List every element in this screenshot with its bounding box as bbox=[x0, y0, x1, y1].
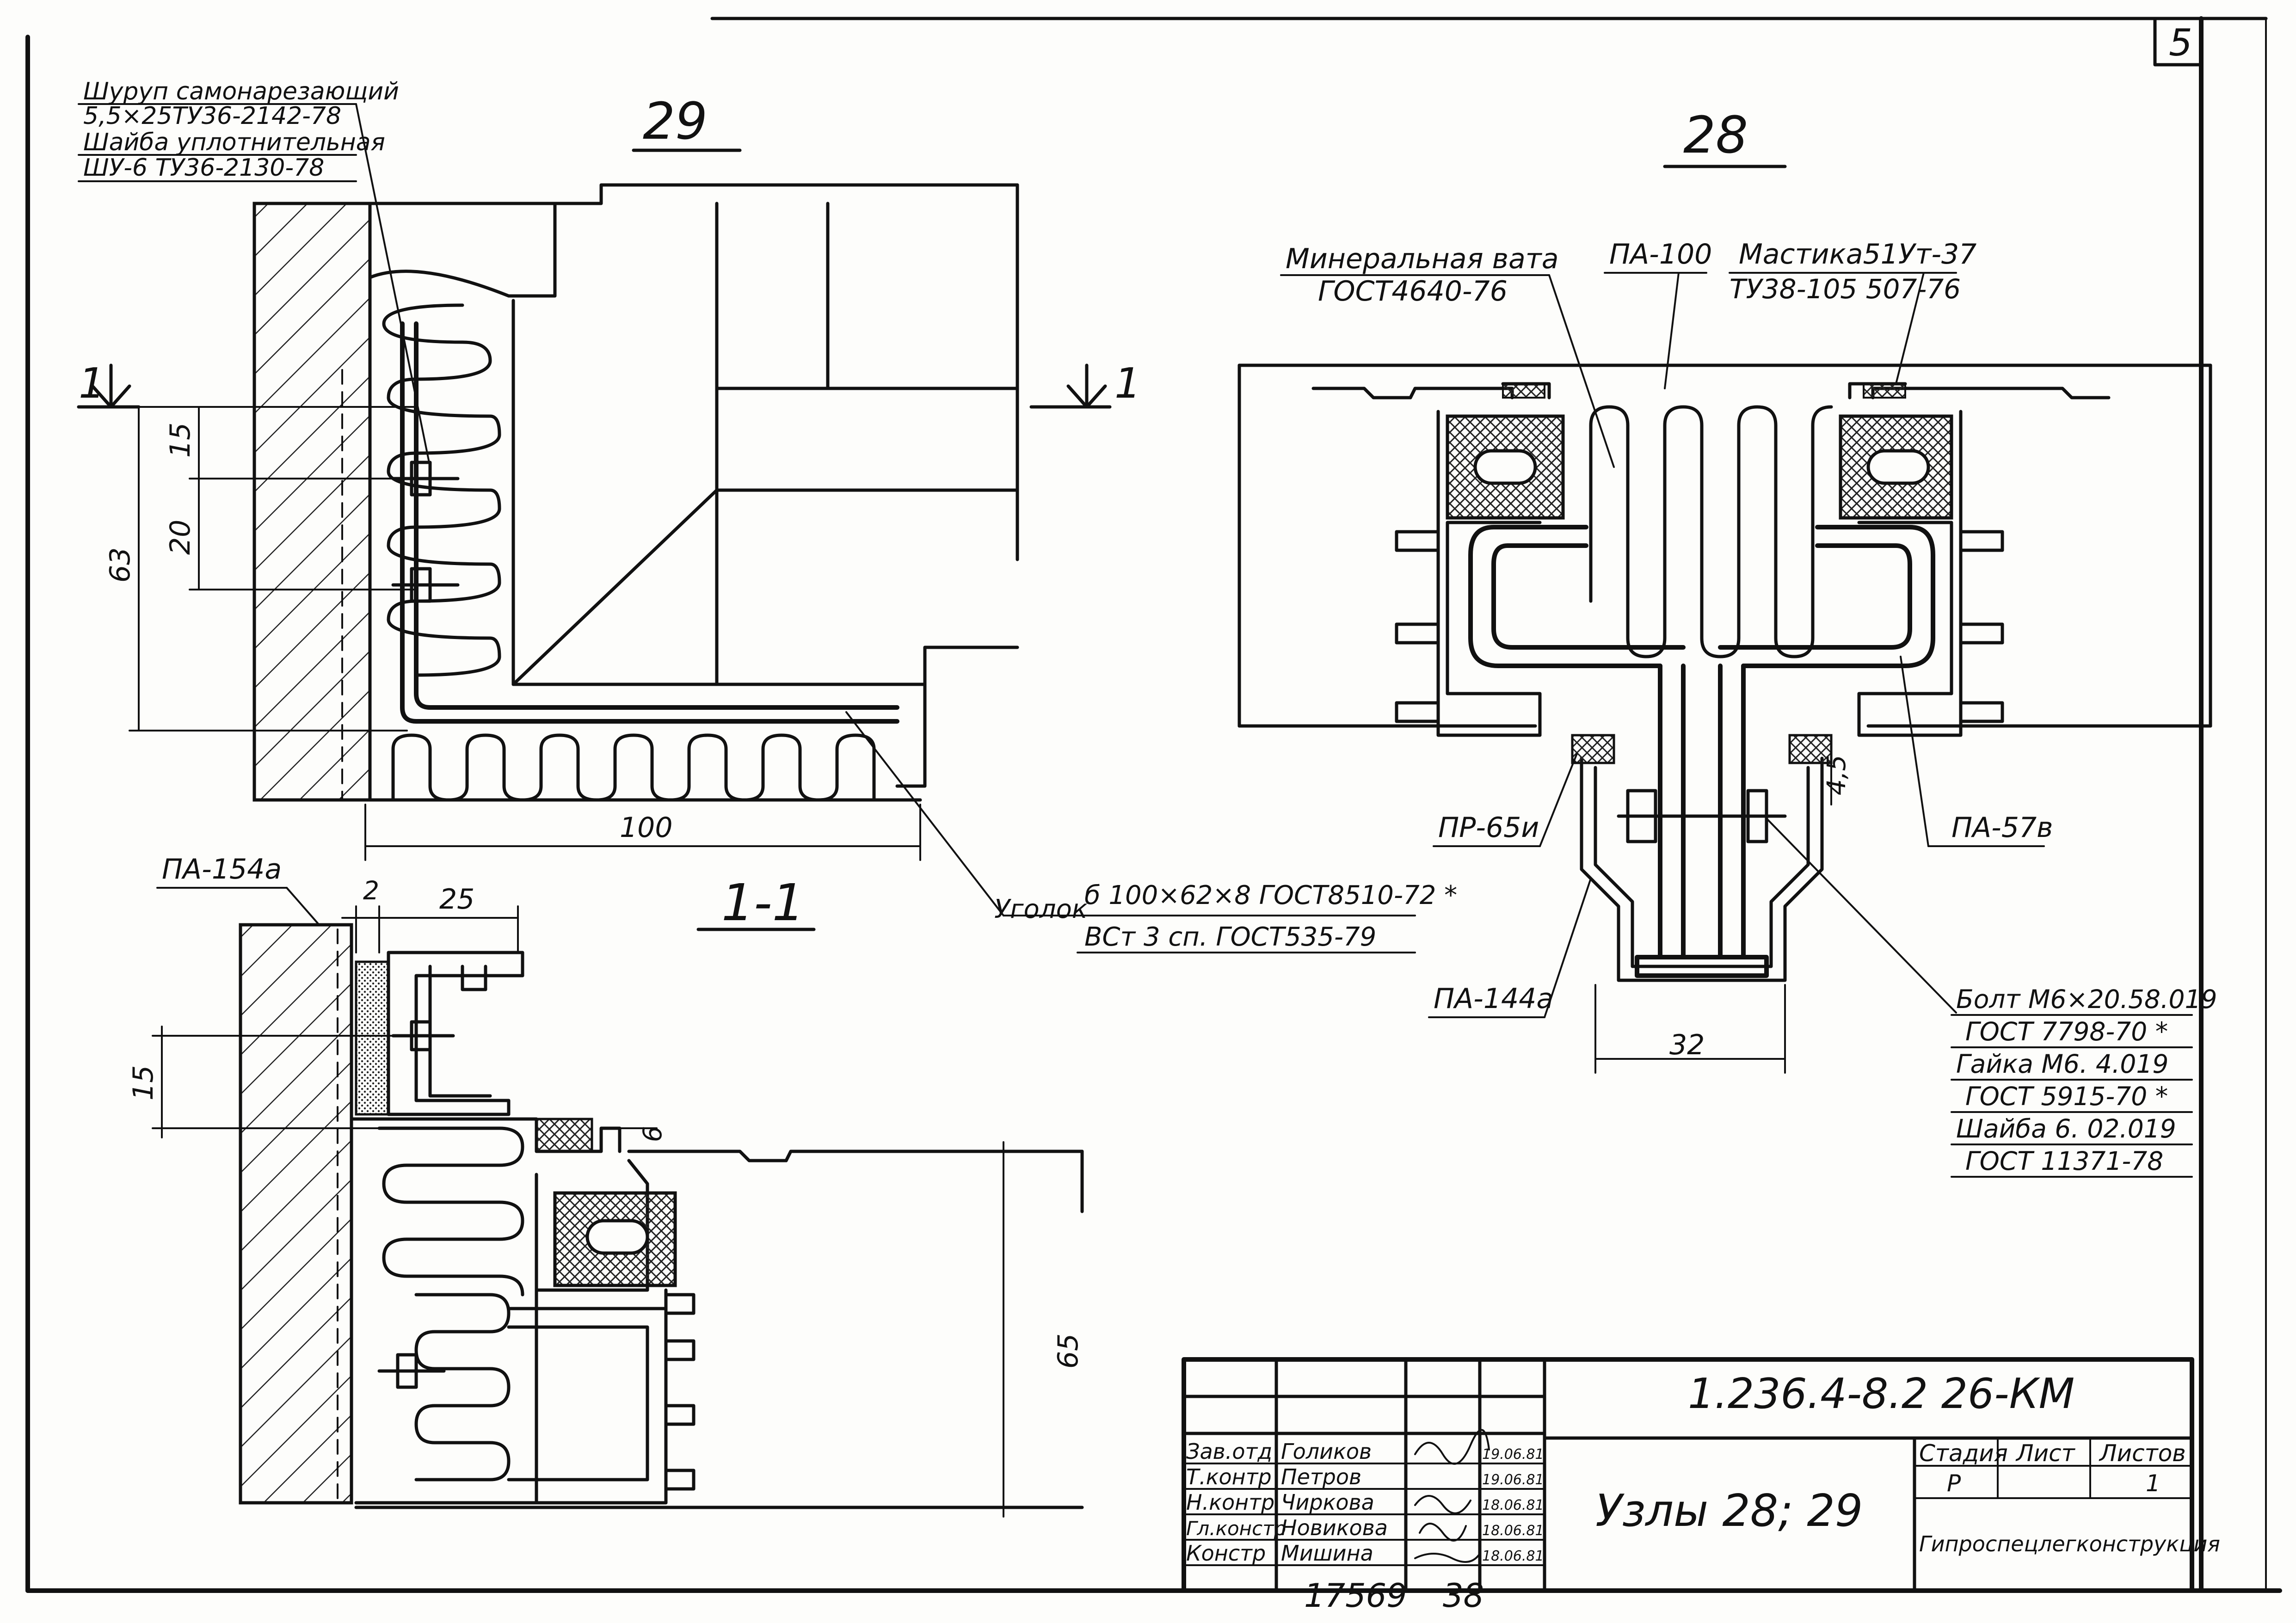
dim-63-view29: 63 bbox=[104, 547, 136, 583]
mastic-right bbox=[1863, 383, 1906, 399]
screw-note-line2: 5,5×25ТУ36-2142-78 bbox=[83, 102, 341, 130]
row-role-1: Зав.отд bbox=[1186, 1439, 1272, 1464]
doc-code: 1.236.4-8.2 26-КМ bbox=[1688, 1370, 2074, 1418]
row-date-5: 18.06.81 bbox=[1482, 1548, 1544, 1564]
signature-3 bbox=[1419, 1523, 1467, 1542]
wall-hatch bbox=[252, 202, 372, 802]
page-number: 5 bbox=[2169, 21, 2192, 64]
row-date-2: 19.06.81 bbox=[1482, 1472, 1544, 1488]
section-mark-right: 1 bbox=[1114, 359, 1141, 408]
bolt-label-line6: ГОСТ 11371-78 bbox=[1965, 1146, 2163, 1176]
bolt-label-line2: ГОСТ 7798-70 * bbox=[1965, 1017, 2168, 1046]
dim-65-section: 65 bbox=[1052, 1334, 1084, 1369]
bolt-label-line4: ГОСТ 5915-70 * bbox=[1965, 1082, 2168, 1111]
stage-value: Р bbox=[1947, 1470, 1961, 1497]
signature-4 bbox=[1414, 1553, 1481, 1563]
screw-note-line4: ШУ-6 ТУ36-2130-78 bbox=[83, 154, 324, 182]
dim-25-section: 25 bbox=[439, 883, 474, 916]
row-role-3: Н.контр bbox=[1186, 1490, 1274, 1515]
pr65-label: ПР-65и bbox=[1438, 812, 1539, 844]
view-28-title: 28 bbox=[1683, 105, 1748, 165]
seal-bead bbox=[535, 1118, 593, 1153]
mastic-label-line1: Мастика51Ут-37 bbox=[1739, 238, 1976, 270]
dim-2-section: 2 bbox=[363, 876, 379, 905]
row-date-3: 18.06.81 bbox=[1482, 1497, 1544, 1513]
view-29-title: 29 bbox=[643, 92, 708, 151]
wool-label-line2: ГОСТ4640-76 bbox=[1318, 275, 1508, 307]
row-name-3: Чиркова bbox=[1281, 1490, 1374, 1515]
signature-1 bbox=[1414, 1429, 1490, 1465]
section-1-1: 1-1 ПА-154а 2 25 15 6 bbox=[127, 853, 1084, 1518]
dim-15-section: 15 bbox=[127, 1065, 160, 1100]
archive-number: 17569 bbox=[1304, 1577, 1407, 1615]
section-mark-left: 1 bbox=[79, 359, 105, 408]
angle-callout-line3: ВСт 3 сп. ГОСТ535-79 bbox=[1084, 922, 1376, 952]
bolt-label-line1: Болт М6×20.58.019 bbox=[1956, 984, 2217, 1014]
signature-2 bbox=[1414, 1495, 1471, 1514]
title-block: 1.236.4-8.2 26-КМ Узлы 28; 29 Стадия Лис… bbox=[1182, 1357, 2220, 1615]
sheet-header: Лист bbox=[2015, 1440, 2076, 1467]
view-28: 28 bbox=[1237, 105, 2217, 1178]
view-29: 29 Шуруп самонарезающий 5,5×25ТУ36-2142-… bbox=[77, 78, 1457, 953]
row-date-1: 19.06.81 bbox=[1482, 1446, 1544, 1463]
pr65-left bbox=[1571, 734, 1615, 764]
stage-header: Стадия bbox=[1919, 1440, 2008, 1467]
dim-32-view28: 32 bbox=[1669, 1029, 1705, 1061]
wool-label-line1: Минеральная вата bbox=[1286, 243, 1558, 275]
pa144-label: ПА-144а bbox=[1434, 983, 1553, 1015]
pa100-label: ПА-100 bbox=[1609, 238, 1712, 270]
mastic-left bbox=[1502, 383, 1545, 399]
row-date-4: 18.06.81 bbox=[1482, 1523, 1544, 1539]
row-name-2: Петров bbox=[1281, 1464, 1361, 1489]
mastic-label-line2: ТУ38-105 507-76 bbox=[1730, 273, 1961, 305]
organization: Гипроспецлегконструкция bbox=[1919, 1531, 2220, 1556]
dim-6-section: 6 bbox=[638, 1126, 667, 1142]
screw-note-line1: Шуруп самонарезающий bbox=[83, 78, 399, 105]
bolt-label-line3: Гайка М6. 4.019 bbox=[1956, 1049, 2168, 1079]
screw-note-line3: Шайба уплотнительная bbox=[83, 129, 385, 156]
row-role-2: Т.контр bbox=[1186, 1464, 1272, 1489]
row-name-1: Голиков bbox=[1281, 1439, 1372, 1464]
row-role-5: Констр bbox=[1186, 1541, 1266, 1566]
angle-callout-line2: б 100×62×8 ГОСТ8510-72 * bbox=[1084, 880, 1457, 910]
dim-4-5-view28: 4,5 bbox=[1822, 755, 1851, 795]
bolt-label-line5: Шайба 6. 02.019 bbox=[1956, 1114, 2176, 1143]
dim-15-view29: 15 bbox=[164, 423, 197, 458]
sheets-value: 1 bbox=[2146, 1470, 2161, 1497]
pa154-label: ПА-154а bbox=[162, 853, 282, 885]
pa57-label: ПА-57в bbox=[1951, 812, 2053, 844]
drawing-title: Узлы 28; 29 bbox=[1595, 1486, 1863, 1537]
sealant-strip bbox=[355, 960, 390, 1116]
angle-callout-line1: Уголок bbox=[994, 894, 1088, 924]
dim-100-view29: 100 bbox=[620, 812, 673, 844]
row-role-4: Гл.констр bbox=[1186, 1517, 1286, 1540]
format-number: 38 bbox=[1443, 1577, 1484, 1615]
dim-20-view29: 20 bbox=[164, 520, 197, 555]
wall-hatch-section bbox=[239, 923, 353, 1505]
row-name-5: Мишина bbox=[1281, 1541, 1373, 1566]
sheets-header: Листов bbox=[2099, 1440, 2186, 1467]
row-name-4: Новикова bbox=[1281, 1515, 1388, 1540]
section-1-1-title: 1-1 bbox=[721, 873, 805, 932]
